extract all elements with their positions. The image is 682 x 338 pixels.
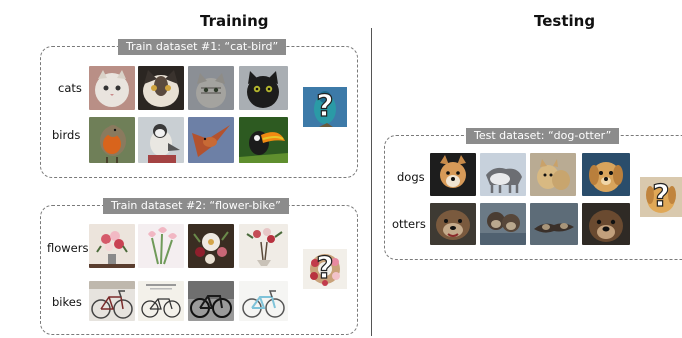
row-label-otters: otters [392, 217, 426, 231]
flower-photo [188, 224, 234, 268]
bird-photo [138, 117, 184, 163]
cat-photo [89, 66, 135, 110]
otter-photo [582, 203, 630, 245]
query-mark-1: ? [303, 87, 347, 127]
row-label-dogs: dogs [397, 170, 425, 184]
row-label-flowers: flowers [47, 241, 89, 255]
train-dataset-2-title: Train dataset #2: “flower-bike” [103, 198, 289, 214]
dog-photo [480, 153, 526, 196]
question-mark-icon: ? [316, 89, 335, 124]
section-divider [371, 28, 372, 336]
dog-photo [430, 153, 476, 196]
test-dataset-title: Test dataset: “dog-otter” [466, 128, 620, 144]
cat-photo [138, 66, 184, 110]
query-mark-3: ? [640, 177, 682, 217]
row-label-cats: cats [58, 81, 82, 95]
testing-header: Testing [534, 12, 596, 30]
row-label-bikes: bikes [52, 295, 82, 309]
bird-photo [188, 117, 234, 163]
cat-photo [239, 66, 288, 110]
dog-photo [530, 153, 576, 196]
row-label-birds: birds [52, 128, 81, 142]
train-dataset-1-title: Train dataset #1: “cat-bird” [118, 39, 287, 55]
bike-photo [188, 281, 234, 321]
bird-photo [89, 117, 135, 163]
flower-photo [89, 224, 135, 268]
cat-photo [188, 66, 234, 110]
question-mark-icon: ? [316, 251, 335, 286]
training-header: Training [200, 12, 269, 30]
otter-photo [530, 203, 578, 245]
query-mark-2: ? [303, 249, 347, 289]
flower-photo [239, 224, 288, 268]
flower-photo [138, 224, 184, 268]
otter-photo [480, 203, 526, 245]
bike-photo [138, 281, 184, 321]
bike-photo [89, 281, 135, 321]
question-mark-icon: ? [652, 179, 671, 214]
query-image-2 [303, 249, 347, 289]
otter-photo [430, 203, 476, 245]
dog-photo [582, 153, 630, 196]
bike-photo [239, 281, 288, 321]
query-image-3 [640, 177, 682, 217]
query-image-1 [303, 87, 347, 127]
bird-photo [239, 117, 288, 163]
